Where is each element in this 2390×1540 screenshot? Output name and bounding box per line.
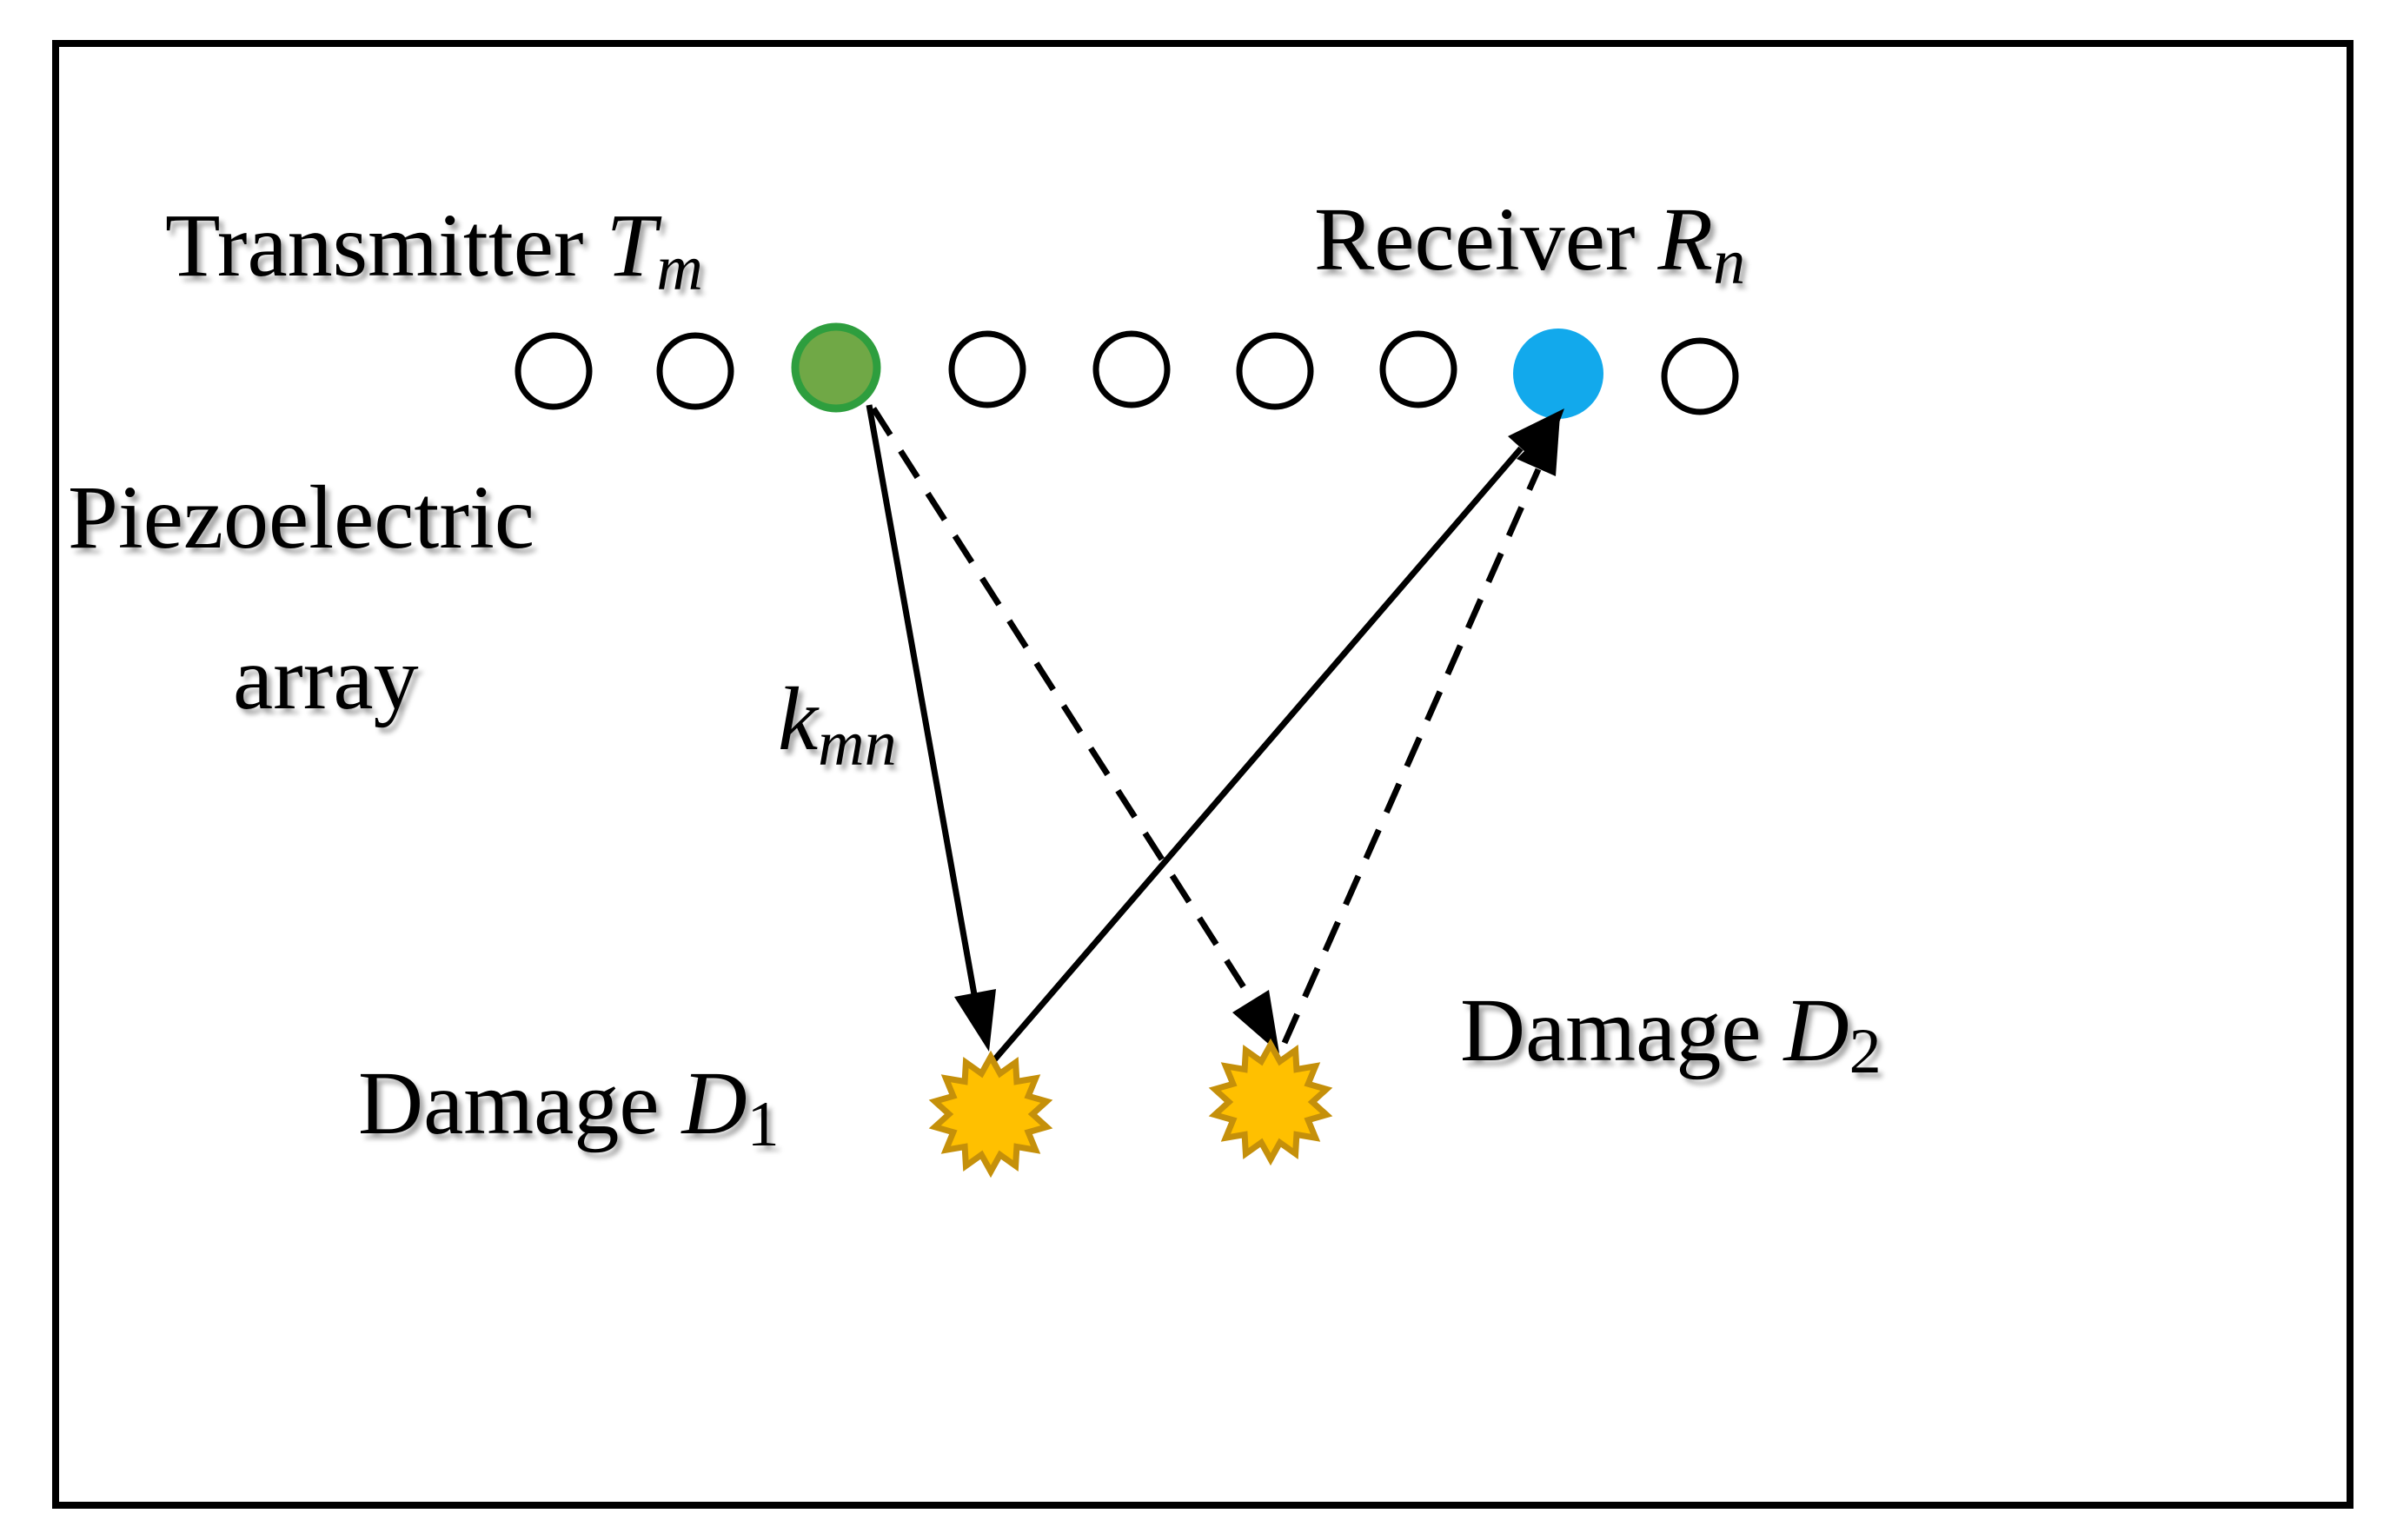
path-label: kmn: [778, 669, 897, 780]
damage2-icon[interactable]: [1208, 1038, 1333, 1166]
array-label-line1: Piezoelectric: [68, 468, 534, 568]
sensor-element[interactable]: [515, 332, 593, 410]
path-damage1-to-receiver: [990, 446, 1524, 1065]
path-transmitter-to-damage1: [866, 404, 979, 1000]
transmitter-label: Transmitter Tm: [165, 196, 703, 304]
damage1-icon[interactable]: [928, 1050, 1053, 1178]
arrowhead-damage2: [1232, 990, 1279, 1053]
path-damage2-to-receiver: [1281, 468, 1542, 1045]
sensor-element[interactable]: [1379, 330, 1457, 408]
wave-paths: [866, 404, 1564, 1065]
transmitter-element[interactable]: [791, 322, 881, 413]
diagram-border: [52, 40, 2353, 1509]
arrowhead-receiver-dashed: [1517, 415, 1560, 476]
piezoelectric-array: [515, 322, 1739, 419]
damage1-label: Damage D1: [358, 1053, 780, 1160]
path-transmitter-to-damage2: [871, 407, 1254, 1001]
receiver-element[interactable]: [1513, 329, 1603, 419]
sensor-element[interactable]: [656, 332, 734, 410]
damage2-label: Damage D2: [1460, 980, 1882, 1087]
arrowhead-receiver-solid: [1508, 408, 1564, 468]
sensor-element[interactable]: [1092, 330, 1171, 408]
array-label-line2: array: [233, 628, 419, 728]
receiver-label: Receiver Rn: [1314, 189, 1745, 298]
arrowhead-damage1: [954, 989, 996, 1052]
sensor-element[interactable]: [1661, 337, 1739, 415]
sensor-element[interactable]: [1236, 332, 1314, 410]
sensor-element[interactable]: [948, 330, 1026, 408]
